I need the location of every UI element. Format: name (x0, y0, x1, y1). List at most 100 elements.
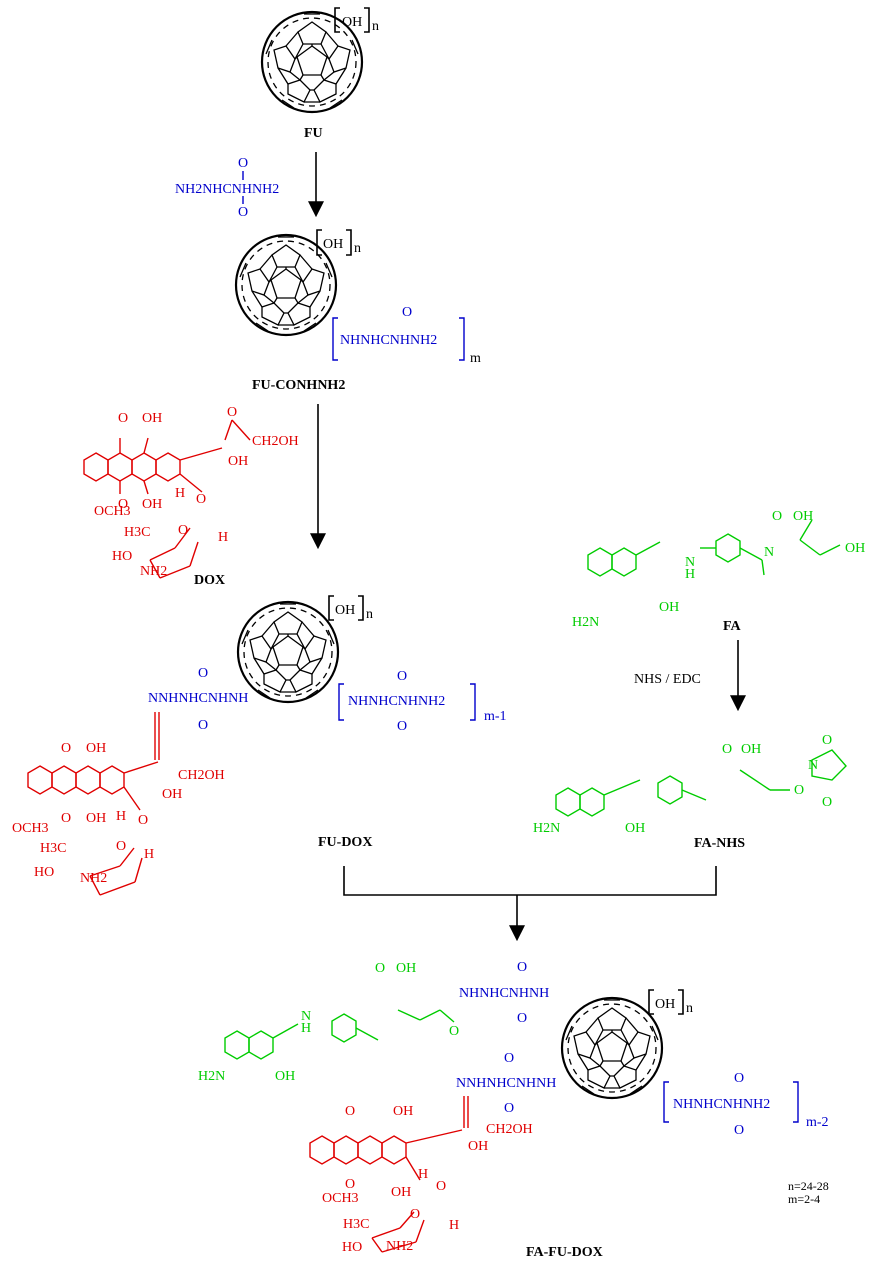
dox-ch2oh: CH2OH (486, 1122, 533, 1137)
dox-h-sugar: H (144, 847, 154, 862)
dox-h-sugar: H (449, 1218, 459, 1233)
carbonyl-o: O (517, 960, 527, 975)
fa-amine-h: H (685, 567, 695, 582)
fa-oh-bottom: OH (659, 600, 679, 615)
dox-ho: HO (342, 1240, 362, 1255)
dox-o-top: O (61, 741, 71, 756)
carbonyl-o: O (198, 718, 208, 733)
note-m-range: m=2-4 (788, 1192, 820, 1206)
fanhs-n: N (808, 758, 818, 773)
folate-fragment (224, 1009, 455, 1060)
dox-sugar-o: O (178, 523, 188, 538)
carbonyl-o-bottom: O (238, 205, 248, 220)
fa-amine-n: N (685, 555, 695, 570)
dox-och3: OCH3 (322, 1191, 359, 1206)
dox-oh-bottom: OH (86, 811, 106, 826)
dox-oh-side: OH (228, 454, 248, 469)
label-fa: FA (723, 619, 742, 634)
label-fu: FU (304, 126, 323, 141)
fa-nhs-structure (555, 749, 847, 817)
fanhs-h2n: H2N (533, 821, 560, 836)
dox-ch2oh: CH2OH (178, 768, 225, 783)
m-minus-2: m-2 (806, 1115, 829, 1130)
carbonyl-o: O (517, 1011, 527, 1026)
n-subscript: n (686, 1001, 693, 1016)
dox-ho: HO (112, 549, 132, 564)
dox-oh-top: OH (142, 411, 162, 426)
dox-fragment-fu-dox (27, 761, 159, 896)
hydrazide-chain: NHNHCNHNH2 (673, 1097, 770, 1112)
doxorubicin-structure (83, 419, 251, 579)
carbonyl-o: O (504, 1101, 514, 1116)
label-fu-conhnh2: FU-CONHNH2 (252, 378, 345, 393)
carbonyl-o: O (734, 1123, 744, 1138)
dox-oh-side: OH (468, 1139, 488, 1154)
carbonyl-o: O (397, 669, 407, 684)
note-n-range: n=24-28 (788, 1179, 829, 1193)
fafu-h2n: H2N (198, 1069, 225, 1084)
m-minus-1: m-1 (484, 709, 507, 724)
oh-label: OH (323, 237, 343, 252)
fullerenol-cage (234, 233, 338, 337)
dox-sugar-o: O (410, 1207, 420, 1222)
fanhs-oh-bottom: OH (625, 821, 645, 836)
fa-oh-top: OH (793, 509, 813, 524)
dox-o-bottom: O (345, 1177, 355, 1192)
folic-acid-structure (587, 519, 841, 577)
fa-h2n: H2N (572, 615, 599, 630)
fanhs-o-bottom: O (822, 795, 832, 810)
dox-ho: HO (34, 865, 54, 880)
dox-nh2: NH2 (386, 1239, 413, 1254)
dox-o-bottom: O (118, 497, 128, 512)
fa-nh: N (764, 545, 774, 560)
fullerenol-cage (560, 996, 664, 1100)
reagent-nhs-edc: NHS / EDC (634, 672, 701, 687)
dox-o-ring: O (196, 492, 206, 507)
n-subscript: n (366, 607, 373, 622)
dox-h-sugar: H (218, 530, 228, 545)
fanhs-oh: OH (741, 742, 761, 757)
fa-oh-right: OH (845, 541, 865, 556)
dox-h3c: H3C (343, 1217, 369, 1232)
carbonyl-o: O (402, 305, 412, 320)
dox-oh-bottom: OH (142, 497, 162, 512)
oh-label: OH (335, 603, 355, 618)
fafu-oh: OH (396, 961, 416, 976)
dox-ch2oh: CH2OH (252, 434, 299, 449)
fafu-amine-h: H (301, 1021, 311, 1036)
dox-fragment-final (309, 1129, 463, 1253)
hydrazide-chain: NHNHCNHNH2 (348, 694, 445, 709)
dox-o-ring: O (138, 813, 148, 828)
linker-fu-dox: NNHNHCNHNH (148, 691, 248, 706)
label-fa-nhs: FA-NHS (694, 836, 745, 851)
fanhs-o: O (722, 742, 732, 757)
fanhs-o-link: O (794, 783, 804, 798)
carbonyl-o: O (198, 666, 208, 681)
carbonyl-o: O (397, 719, 407, 734)
dox-h: H (175, 486, 185, 501)
dox-nh2: NH2 (140, 564, 167, 579)
dox-o-top: O (345, 1104, 355, 1119)
dox-o-top: O (118, 411, 128, 426)
dox-oh-bottom: OH (391, 1185, 411, 1200)
fullerenol-cage (236, 600, 340, 704)
carbonyl-o-top: O (238, 156, 248, 171)
dox-o-ring: O (436, 1179, 446, 1194)
fa-o: O (772, 509, 782, 524)
merge-bracket (343, 866, 717, 896)
m-subscript: m (470, 351, 481, 366)
dox-o-bottom: O (61, 811, 71, 826)
n-subscript: n (372, 19, 379, 34)
fafu-amine-n: N (301, 1009, 311, 1024)
dox-h3c: H3C (40, 841, 66, 856)
dox-oh-side: OH (162, 787, 182, 802)
fafu-oh-bottom: OH (275, 1069, 295, 1084)
oh-label: OH (342, 15, 362, 30)
carbonyl-o: O (504, 1051, 514, 1066)
reagent-carbohydrazide: NH2NHCNHNH2 (175, 182, 279, 197)
dox-h: H (418, 1167, 428, 1182)
dox-oh-top: OH (86, 741, 106, 756)
linker-dox-fu: NNHNHCNHNH (456, 1076, 556, 1091)
hydrazide-chain: NHNHCNHNH2 (340, 333, 437, 348)
